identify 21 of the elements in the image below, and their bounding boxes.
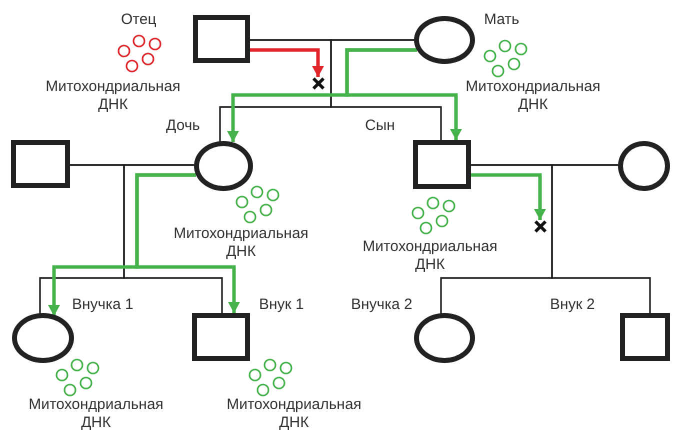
dna-label: Митохондриальная ДНК: [226, 396, 362, 430]
dna-label: Митохондриальная ДНК: [362, 238, 498, 274]
arrow: [135, 173, 240, 313]
dna-label: Митохондриальная ДНК: [28, 396, 164, 430]
connector-line: [330, 39, 442, 140]
name-label: Внук 1: [259, 296, 304, 314]
name-label: Дочь: [166, 117, 200, 135]
arrow: [250, 48, 324, 77]
name-label: Внук 2: [550, 296, 595, 314]
connector-line: [123, 164, 223, 313]
arrow: [345, 48, 462, 140]
name-label: Мать: [484, 11, 520, 29]
name-label: Сын: [365, 117, 395, 135]
connector-line: [551, 164, 651, 313]
name-label: Отец: [121, 11, 156, 29]
dna-label: Митохондриальная ДНК: [44, 78, 182, 114]
name-label: Внучка 1: [72, 296, 134, 314]
dna-label: Митохондриальная ДНК: [464, 78, 602, 114]
arrow: [471, 173, 546, 220]
name-label: Внучка 2: [351, 296, 412, 314]
dna-label: Митохондриальная ДНК: [172, 225, 310, 261]
